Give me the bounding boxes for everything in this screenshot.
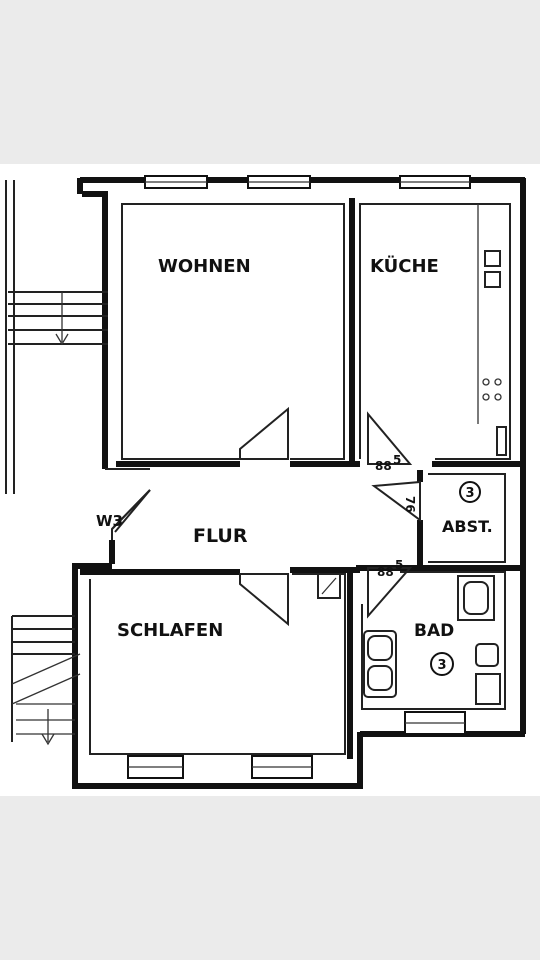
room-label-flur: FLUR bbox=[193, 525, 248, 547]
kitchen-fixtures bbox=[477, 204, 507, 456]
door-dim-1: 88 5 bbox=[375, 453, 401, 473]
door-swings bbox=[111, 406, 421, 627]
floor-plan: WOHNEN KÜCHE FLUR SCHLAFEN ABST. BAD 3 3… bbox=[5, 175, 526, 789]
stairwell-lower bbox=[11, 615, 81, 746]
marker-abst-number: 3 bbox=[465, 486, 474, 501]
marker-bad-number: 3 bbox=[437, 658, 446, 673]
room-label-bad: BAD bbox=[414, 621, 454, 641]
room-label-schlafen: SCHLAFEN bbox=[117, 620, 223, 641]
windows bbox=[127, 175, 471, 779]
interior-walls bbox=[80, 198, 520, 759]
door-dim-2-value: 76 bbox=[403, 496, 417, 513]
room-label-wohnen: WOHNEN bbox=[158, 256, 251, 277]
door-dim-3-sup: 5 bbox=[395, 558, 403, 572]
outer-walls bbox=[72, 177, 526, 789]
room-label-kueche: KÜCHE bbox=[370, 255, 439, 277]
door-dim-3-value: 88 bbox=[377, 565, 394, 579]
door-dim-1-sup: 5 bbox=[393, 453, 401, 467]
door-dim-3: 88 5 bbox=[377, 558, 403, 579]
marker-bad: 3 bbox=[430, 652, 454, 676]
door-dim-1-value: 88 bbox=[375, 459, 392, 473]
marker-abst: 3 bbox=[459, 481, 481, 503]
stairwell-upper bbox=[5, 180, 108, 494]
room-label-abst: ABST. bbox=[442, 517, 493, 536]
door-mark-w3: W3 bbox=[96, 512, 123, 530]
floor-plan-sheet: WOHNEN KÜCHE FLUR SCHLAFEN ABST. BAD 3 3… bbox=[0, 164, 540, 796]
bath-fixtures bbox=[317, 573, 501, 705]
